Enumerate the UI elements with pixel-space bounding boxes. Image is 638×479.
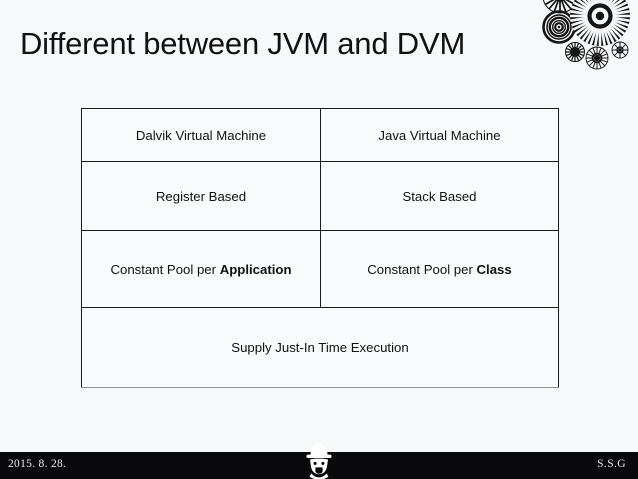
table-cell-dalvik-header: Dalvik Virtual Machine: [81, 108, 321, 162]
table-row: Dalvik Virtual Machine Java Virtual Mach…: [81, 108, 559, 162]
cell-label: Constant Pool per Class: [321, 262, 558, 277]
bowler-hat-figure-logo-icon: [306, 443, 332, 479]
table-cell-shared-jit: Supply Just-In Time Execution: [81, 307, 559, 388]
table-row: Supply Just-In Time Execution: [81, 307, 559, 388]
footer-bar: 2015. 8. 28. S.S.G: [0, 443, 638, 479]
cell-label-emphasis: Class: [476, 261, 512, 277]
jvm-dvm-comparison-table: Dalvik Virtual Machine Java Virtual Mach…: [81, 108, 559, 388]
table-row: Register Based Stack Based: [81, 161, 559, 231]
footer-date: 2015. 8. 28.: [8, 458, 67, 470]
cell-label-prefix: Constant Pool per: [110, 261, 220, 277]
cell-label: Java Virtual Machine: [378, 127, 501, 143]
page-title: Different between JVM and DVM: [20, 26, 466, 61]
cell-label: Dalvik Virtual Machine: [135, 127, 267, 143]
cell-label: Constant Pool per Application: [82, 262, 320, 277]
cell-label: Register Based: [155, 188, 247, 204]
mandala-burst-ornament-icon: [542, 0, 630, 70]
table-cell-dalvik-constant-pool: Constant Pool per Application: [81, 230, 321, 308]
table-row: Constant Pool per Application Constant P…: [81, 230, 559, 308]
table-cell-java-header: Java Virtual Machine: [320, 108, 559, 162]
table-cell-dalvik-architecture: Register Based: [81, 161, 321, 231]
table-cell-java-architecture: Stack Based: [320, 161, 559, 231]
footer-author: S.S.G: [597, 458, 626, 470]
cell-label: Supply Just-In Time Execution: [231, 340, 409, 355]
table-cell-java-constant-pool: Constant Pool per Class: [320, 230, 559, 308]
cell-label: Stack Based: [402, 188, 477, 204]
cell-label-emphasis: Application: [219, 261, 292, 277]
cell-label-prefix: Constant Pool per: [367, 261, 477, 277]
